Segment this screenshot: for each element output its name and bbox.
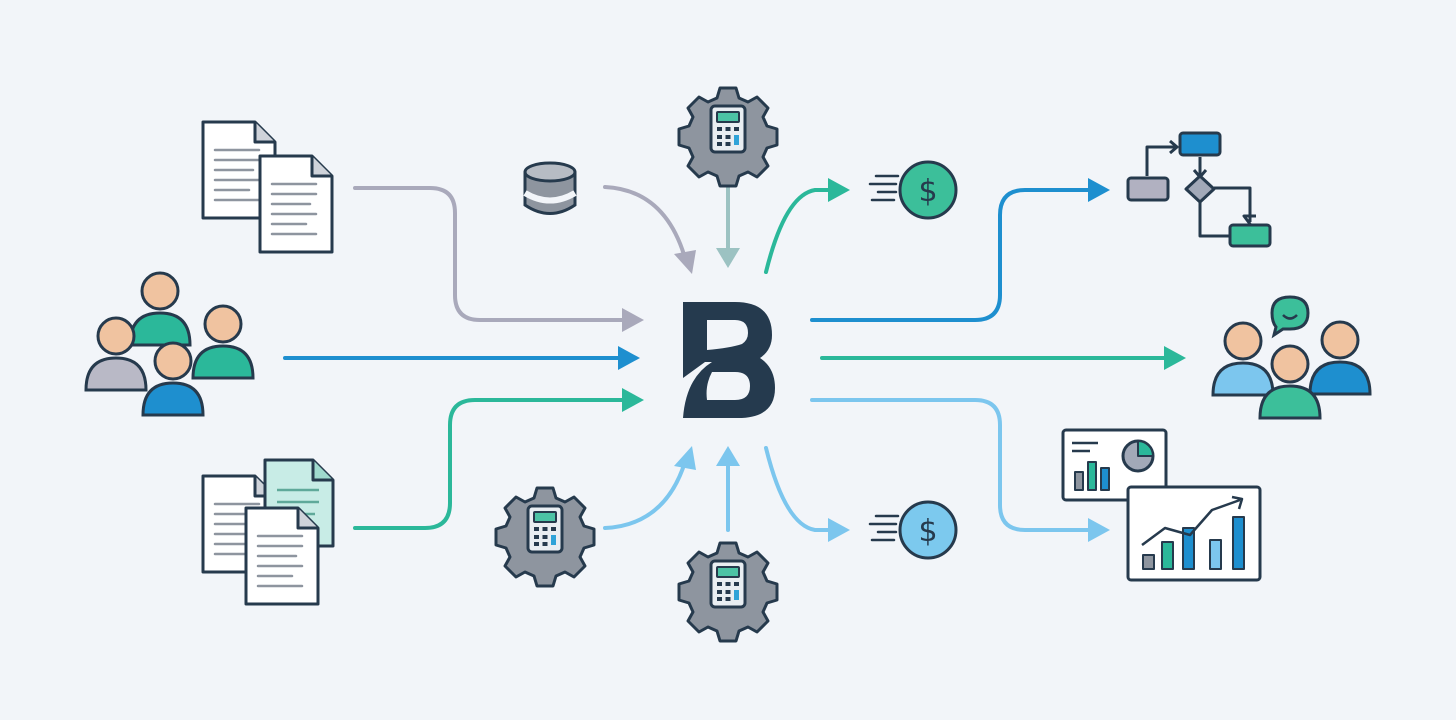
arrow-logo-to-flowchart [810,188,1094,322]
arrowhead-icon [716,446,740,466]
arrowhead-icon [674,250,696,274]
arrow-colored-documents-to-logo [353,398,627,530]
calculator-gear-icon [677,541,779,643]
team-icon [84,271,255,417]
documents-icon [201,120,334,254]
database-icon [523,161,577,215]
arrow-documents-to-logo [353,186,627,322]
dollar-coin-icon [868,500,958,560]
arrowhead-icon [1088,518,1110,542]
arrowhead-icon [828,518,850,542]
arrowhead-icon [622,388,644,412]
calculator-gear-icon [494,486,596,588]
arrow-left-gear-to-logo [603,460,687,530]
calculator-gear-icon [677,86,779,188]
arrowhead-icon [716,248,740,268]
arrow-logo-to-analytics [810,398,1094,532]
flowchart-icon [1126,131,1272,248]
arrowhead-icon [1088,178,1110,202]
arrowhead-icon [828,178,850,202]
chat-bubble-icon [1270,295,1310,339]
bar-pie-chart-card [1061,428,1168,502]
dollar-coin-icon [868,160,958,220]
happy-customers-icon [1211,295,1372,420]
analytics-dashboard-icon [1061,428,1262,582]
arrow-logo-to-bottom-dollar [764,446,832,532]
arrow-database-to-logo [603,185,687,260]
arrowheads [618,178,1186,542]
arrowhead-icon [618,346,640,370]
arrowhead-icon [622,308,644,332]
arrowhead-icon [1164,346,1186,370]
flow-arrows [283,176,1170,532]
arrow-logo-to-top-dollar [764,188,832,274]
b-logo-icon [683,302,775,418]
growth-chart-card [1126,485,1262,582]
arrowhead-icon [674,446,696,470]
colored-documents-icon [201,458,335,606]
